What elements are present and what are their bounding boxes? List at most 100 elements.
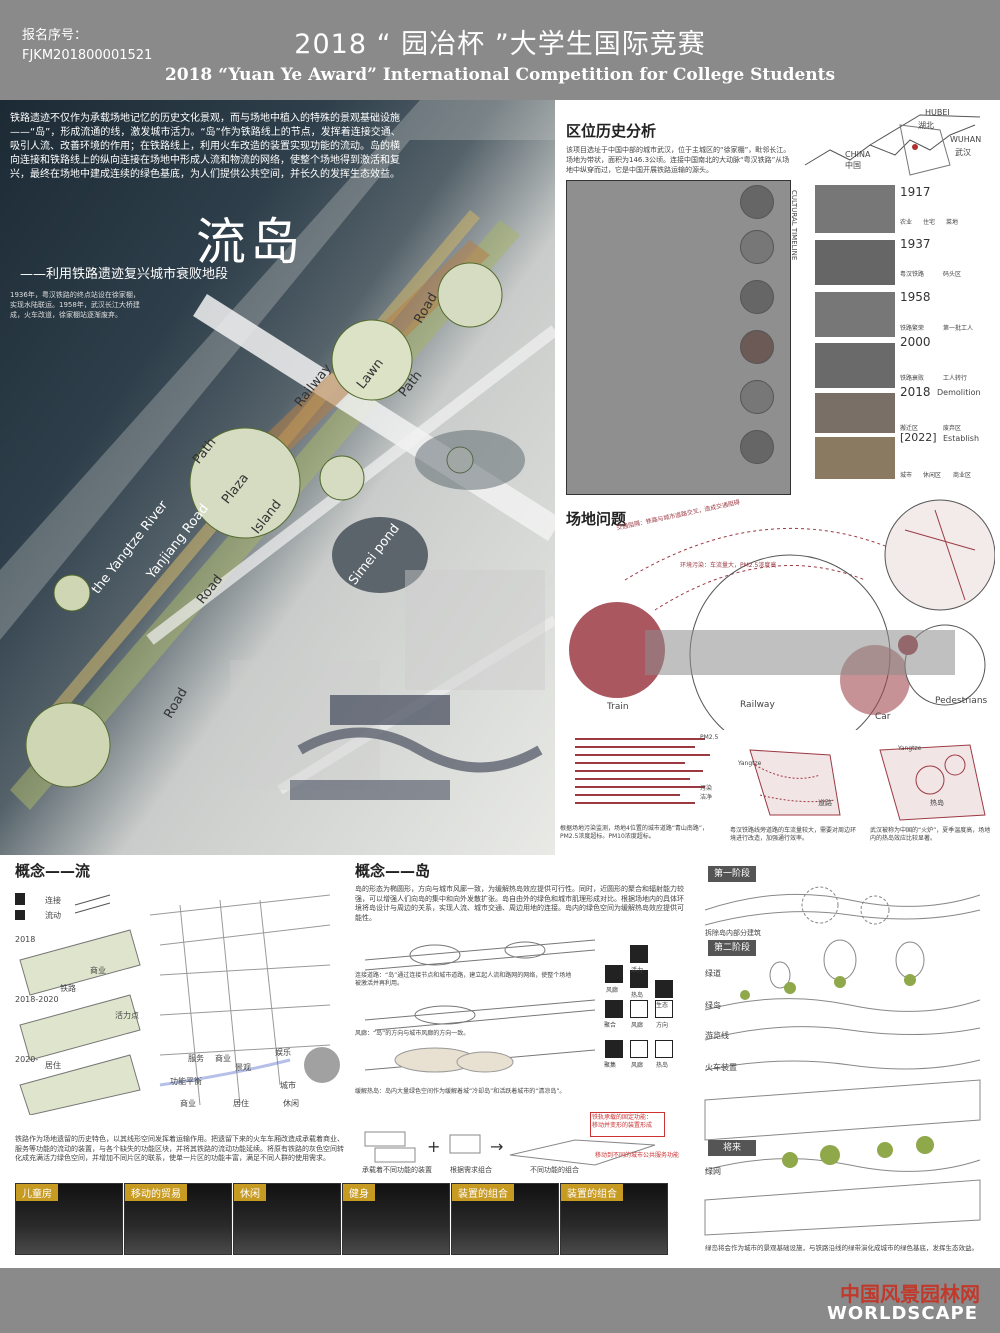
stage-1-tag: 第一阶段	[708, 866, 756, 882]
map-label-wuhan-cn: 武汉	[955, 148, 971, 157]
stage-label-tour-line: 游览线	[705, 1031, 729, 1040]
problem-maps	[749, 744, 986, 821]
flow-label-railway: 铁路	[60, 984, 76, 993]
concept-island-sketches	[364, 939, 596, 1073]
timeline-year-1937: 1937	[900, 237, 931, 251]
location-map	[804, 114, 981, 176]
footer-logo-en: WORLDSCAPE	[826, 1303, 978, 1324]
flow-year-2018: 2018	[15, 935, 36, 944]
timeline-sub-2022: Establish	[943, 434, 980, 443]
flow-label-commerce: 商业	[90, 966, 106, 975]
island-step-2: 根据需求组合	[450, 1166, 492, 1174]
timeline-photo-2000	[815, 343, 895, 388]
island-icon-label-direction: 方向	[656, 1022, 669, 1029]
island-item-connect: 连接道路：“岛”通过连接节点和城市道路，建立起人流和路网的网络，使整个场地被激活…	[355, 972, 572, 987]
timeline-year-2022: [2022]	[900, 431, 937, 444]
island-icon-label-vitality: 活力	[631, 967, 644, 974]
timeline-icons-1937-b: 码头区	[943, 271, 962, 278]
thumb-mobile-trade: 移动的贸易	[124, 1183, 232, 1255]
problem-label-railway: Railway	[740, 700, 775, 710]
timeline-year-1958: 1958	[900, 290, 931, 304]
flow-legend-connect: 连接	[45, 896, 61, 905]
project-subtitle: ——利用铁路遗迹复兴城市衰败地段	[20, 267, 229, 282]
map-label-hubei: HUBEI	[925, 108, 950, 117]
flow-label-service: 服务	[188, 1054, 204, 1063]
concept-flow-title: 概念——流	[15, 862, 91, 880]
problems-caption-1: 根据场地污染监测，场地4位置的城市道路“青山南路”，PM2.5浓度超标。PM10…	[560, 825, 709, 840]
stage-label-greenway: 绿道	[705, 969, 721, 978]
thumb-mobile-trade-label: 移动的贸易	[125, 1184, 187, 1201]
stage-label-green-island: 绿岛	[705, 1001, 721, 1010]
timeline-icons-1917-b: 住宅	[923, 219, 936, 226]
timeline-year-1917: 1917	[900, 185, 931, 199]
timeline-icons-2018-b: 废弃区	[943, 425, 962, 432]
problem-label-train: Train	[607, 702, 629, 712]
problems-caption-3: 武汉被称为中国的“火炉”，夏季温度高，场地内的热岛效应比较显著。	[870, 827, 991, 842]
flow-legend-flow: 流动	[45, 911, 61, 920]
flow-label-commerce-3: 商业	[180, 1099, 196, 1108]
pm25-chart-title: PM2.5	[700, 734, 719, 741]
history-note: 1936年，粤汉铁路的终点站设在徐家棚，实现水陆联运。1958年，武汉长江大桥建…	[10, 291, 140, 319]
concept-island-desc: 岛的形态为椭圆形，方向与城市风廊一致，为缓解热岛效应提供可行性。同时，近圆形的聚…	[355, 885, 684, 922]
thumb-device-combo-1-label: 装置的组合	[452, 1184, 514, 1201]
timeline: 1917 农业 住宅 菜地 1937 粤汉铁路 码头区 1958 铁路繁荣 第一…	[815, 185, 990, 485]
island-icon-label-cluster: 聚集	[604, 1062, 617, 1069]
timeline-icons-1937-a: 粤汉铁路	[900, 271, 925, 278]
concept-island-title: 概念——岛	[355, 862, 431, 880]
timeline-photo-2022	[815, 437, 895, 479]
flow-label-vitality: 活力点	[115, 1011, 139, 1020]
island-icon-grid	[605, 940, 685, 1080]
timeline-icons-1917-a: 农业	[900, 219, 913, 226]
concept-flow-drawing	[15, 893, 340, 1115]
problems-caption-2: 粤汉铁路线旁道路的车流量较大，需要对周边环境进行改造，加强通行效率。	[730, 827, 857, 842]
pm25-legend-clean: 洁净	[700, 794, 713, 801]
timeline-photo-2018	[815, 393, 895, 433]
problem-map2-title: 热岛	[930, 799, 944, 807]
footer-bar	[0, 1268, 1000, 1333]
svg-text:→: →	[490, 1137, 503, 1156]
thumb-children: 儿童房	[15, 1183, 123, 1255]
island-item-wind: 风廊：“岛”的方向与城市风廊的方向一致。	[355, 1030, 470, 1037]
stage-2-tag: 第二阶段	[708, 940, 756, 956]
flow-label-leisure: 休闲	[283, 1099, 299, 1108]
footer-logo-cn: 中国风景园林网	[840, 1282, 980, 1306]
problem-label-car: Car	[875, 712, 891, 722]
thumb-leisure: 休闲	[233, 1183, 341, 1255]
pm25-chart	[575, 738, 710, 804]
island-icon-label-eco: 生态	[656, 1002, 669, 1009]
map-label-wuhan: WUHAN	[950, 135, 982, 144]
map-label-china-cn: 中国	[845, 161, 861, 170]
flow-year-2018-2020: 2018-2020	[15, 995, 59, 1004]
registration: 报名序号： FJKM201800001521	[22, 26, 152, 66]
pm25-legend-pollution: 污染	[700, 785, 713, 792]
history-title: 区位历史分析	[566, 122, 657, 140]
thumb-children-label: 儿童房	[16, 1184, 58, 1201]
timeline-icons-2000-b: 工人转行	[943, 375, 968, 382]
island-item-heat: 缓解热岛：岛内大量绿色空间作为缓解着城“冷却岛”和活跃着城市的“清凉岛”。	[355, 1088, 566, 1095]
island-icon-label-gather: 聚合	[604, 1022, 617, 1029]
timeline-icons-2018-a: 搬迁区	[900, 425, 919, 432]
island-icon-label-heat: 热岛	[631, 992, 644, 999]
map-label-china: CHINA	[845, 150, 871, 159]
thumb-device-combo-2: 装置的组合	[560, 1183, 668, 1255]
problems-diagram	[569, 499, 995, 730]
timeline-icons-1958-a: 铁路繁荣	[900, 325, 925, 332]
concept-flow-caption: 铁路作为场地遗留的历史特色，以其线形空间发挥着运输作用。把遗留下来的火车车厢改造…	[15, 1135, 344, 1162]
header-bar: 报名序号： FJKM201800001521 2018 “ 园冶杯 ”大学生国际…	[0, 0, 1000, 100]
problem-map1-title: 道路	[818, 799, 832, 807]
title-cn: 2018 “ 园冶杯 ”大学生国际竞赛	[294, 29, 706, 60]
stage-label-green-net: 绿网	[705, 1167, 721, 1176]
stage-1-caption: 拆除岛内部分建筑	[705, 929, 761, 937]
timeline-icons-1958-b: 第一批工人	[943, 325, 974, 332]
stages-caption: 绿岛将会作为城市的景观基础设施，与铁路沿线的绿带演化成城市的绿色基底，发挥生态效…	[705, 1244, 978, 1252]
flow-label-residence: 居住	[45, 1061, 61, 1070]
island-step-1: 承载着不同功能的装置	[362, 1166, 432, 1174]
island-red-note-line2: 移动并变形的装置形成	[592, 1122, 653, 1129]
history-photo-circles	[740, 185, 780, 485]
island-icon-label-wind-2: 风廊	[631, 1022, 644, 1029]
timeline-icons-1917-c: 菜地	[946, 219, 959, 226]
island-icon-label-wind-3: 风廊	[631, 1062, 644, 1069]
problem-map2-label: Yangtze	[898, 745, 922, 752]
registration-number: FJKM201800001521	[22, 48, 153, 63]
thumb-leisure-label: 休闲	[234, 1184, 266, 1201]
